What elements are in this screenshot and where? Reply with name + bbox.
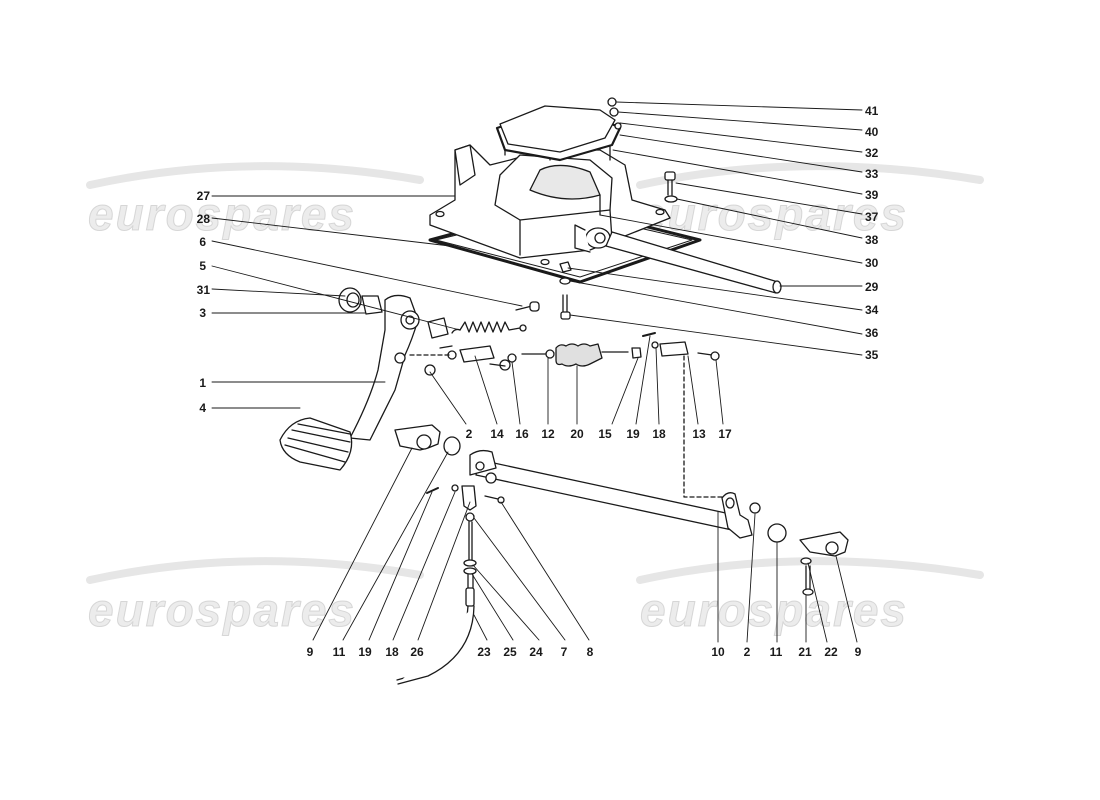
- bracket-9-right: [767, 523, 849, 596]
- callout-7: 7: [560, 645, 568, 659]
- callout-9: 9: [306, 645, 314, 659]
- callout-20: 20: [570, 427, 584, 441]
- cross-shaft-10: [469, 449, 761, 539]
- callout-26: 26: [410, 645, 424, 659]
- callout-18: 18: [652, 427, 666, 441]
- callout-21: 21: [798, 645, 812, 659]
- callout-31: 31: [196, 283, 210, 297]
- callout-25: 25: [503, 645, 517, 659]
- fasteners-34-36-35: [559, 261, 572, 320]
- housing-27: [429, 134, 671, 266]
- bolt-37: [664, 171, 678, 203]
- callout-13: 13: [692, 427, 706, 441]
- callout-2: 2: [465, 427, 473, 441]
- watermark: eurospares: [639, 584, 909, 637]
- clevis-13: [642, 332, 726, 498]
- callout-24: 24: [529, 645, 543, 659]
- callout-12: 12: [541, 427, 555, 441]
- callout-9b: 9: [854, 645, 862, 659]
- bracket-9-left: [394, 424, 461, 456]
- callout-8: 8: [586, 645, 594, 659]
- callout-37: 37: [865, 210, 879, 224]
- top-cover: [495, 97, 622, 162]
- callout-34: 34: [865, 303, 879, 317]
- callout-6: 6: [199, 235, 206, 249]
- clevis-14: [409, 345, 517, 376]
- pedal-1: [279, 287, 449, 471]
- callout-30: 30: [865, 256, 879, 270]
- callout-11: 11: [332, 645, 346, 659]
- callout-19: 19: [626, 427, 640, 441]
- watermark: eurospares: [87, 584, 357, 637]
- callout-15: 15: [598, 427, 612, 441]
- pin-6: [515, 301, 540, 312]
- callout-16: 16: [515, 427, 529, 441]
- callout-23: 23: [477, 645, 491, 659]
- callout-17: 17: [718, 427, 732, 441]
- callout-4: 4: [199, 401, 206, 415]
- callout-2b: 2: [743, 645, 751, 659]
- callout-19b: 19: [358, 645, 372, 659]
- callout-3: 3: [199, 306, 206, 320]
- spring-5: [451, 321, 527, 334]
- callout-18b: 18: [385, 645, 399, 659]
- callout-39: 39: [865, 188, 879, 202]
- callout-40: 40: [865, 125, 879, 139]
- callout-5: 5: [199, 259, 206, 273]
- callout-32: 32: [865, 146, 879, 160]
- callout-38: 38: [865, 233, 879, 247]
- cable-23: [396, 484, 505, 685]
- callout-35: 35: [865, 348, 879, 362]
- callout-10: 10: [711, 645, 725, 659]
- rod-boot-12-20: [521, 343, 642, 367]
- callout-29: 29: [865, 280, 879, 294]
- leader-lines: [211, 101, 863, 643]
- callout-14: 14: [490, 427, 504, 441]
- callout-11b: 11: [769, 645, 783, 659]
- callout-33: 33: [865, 167, 879, 181]
- callout-27: 27: [196, 189, 210, 203]
- callout-41: 41: [865, 104, 879, 118]
- shaft-29: [605, 231, 782, 294]
- callout-22: 22: [824, 645, 838, 659]
- callout-1: 1: [199, 376, 206, 390]
- callout-36: 36: [865, 326, 879, 340]
- callout-28: 28: [196, 212, 210, 226]
